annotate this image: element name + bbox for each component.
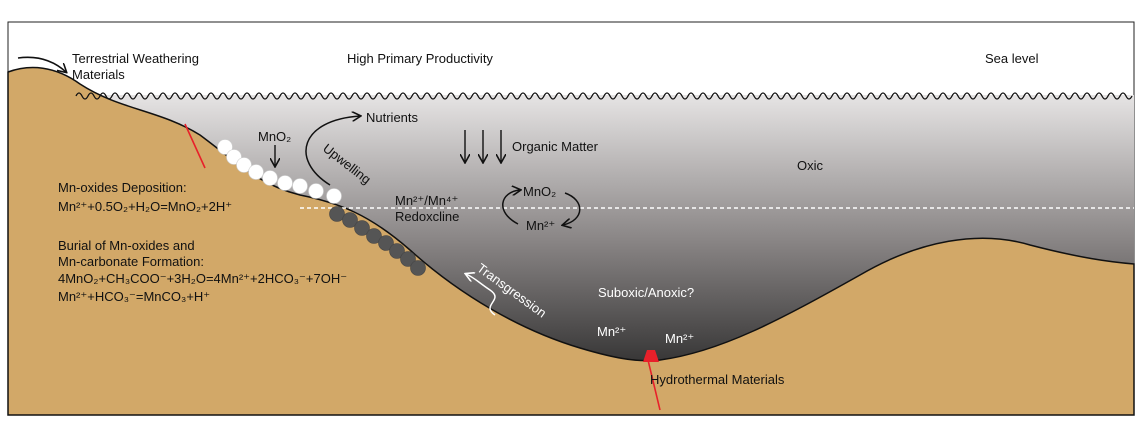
burial-equation-1: 4MnO₂+CH₃COO⁻+3H₂O=4Mn²⁺+2HCO₃⁻+7OH⁻ (58, 271, 347, 286)
particle (400, 251, 416, 267)
mn-carbonate-particles (329, 206, 426, 276)
particle (262, 170, 278, 186)
sea-level-wave (75, 92, 1133, 100)
transgression-arrow (466, 274, 496, 316)
oxidation-arrow (502, 190, 520, 225)
fault-line (184, 123, 206, 169)
particle (217, 139, 233, 155)
terrestrial-label-2: Materials (72, 67, 125, 82)
nutrients-label: Nutrients (366, 110, 419, 125)
organic-matter-arrows (465, 130, 501, 162)
mn2-label-a: Mn²⁺ (597, 324, 626, 339)
reduction-arrow (563, 192, 581, 225)
particle (329, 206, 345, 222)
particle (366, 228, 382, 244)
cycle-mn2-label: Mn²⁺ (526, 218, 555, 233)
redox-label: Mn²⁺/Mn⁴⁺ (395, 193, 458, 208)
deposition-equation: Mn²⁺+0.5O₂+H₂O=MnO₂+2H⁺ (58, 199, 232, 214)
cycle-mno2-label: MnO₂ (523, 184, 556, 199)
particle (326, 188, 342, 204)
particle (292, 178, 308, 194)
hydrothermal-conduit (647, 359, 661, 411)
organic-matter-label: Organic Matter (512, 139, 599, 154)
particle (342, 212, 358, 228)
particle (236, 157, 252, 173)
suboxic-label: Suboxic/Anoxic? (598, 285, 694, 300)
weathering-arrow (17, 56, 66, 72)
deposition-title: Mn-oxides Deposition: (58, 180, 187, 195)
mn-oxide-particles (217, 139, 342, 204)
particle (410, 260, 426, 276)
hydrothermal-vent (643, 350, 659, 362)
particle (248, 164, 264, 180)
burial-equation-2: Mn²⁺+HCO₃⁻=MnCO₃+H⁺ (58, 289, 210, 304)
burial-title-2: Mn-carbonate Formation: (58, 254, 204, 269)
particle (277, 175, 293, 191)
particle (308, 183, 324, 199)
oxic-label: Oxic (797, 158, 824, 173)
upwelling-arrow (305, 116, 360, 186)
particle (354, 220, 370, 236)
mn2-label-b: Mn²⁺ (665, 331, 694, 346)
terrestrial-label: Terrestrial Weathering (72, 51, 199, 66)
particle (389, 243, 405, 259)
redoxcline-label: Redoxcline (395, 209, 459, 224)
sea-level-label: Sea level (985, 51, 1039, 66)
particle (378, 235, 394, 251)
sediment-land (7, 66, 1135, 416)
burial-title: Burial of Mn-oxides and (58, 238, 195, 253)
productivity-label: High Primary Productivity (347, 51, 493, 66)
mno2-label: MnO₂ (258, 129, 291, 144)
hydrothermal-label: Hydrothermal Materials (650, 372, 785, 387)
